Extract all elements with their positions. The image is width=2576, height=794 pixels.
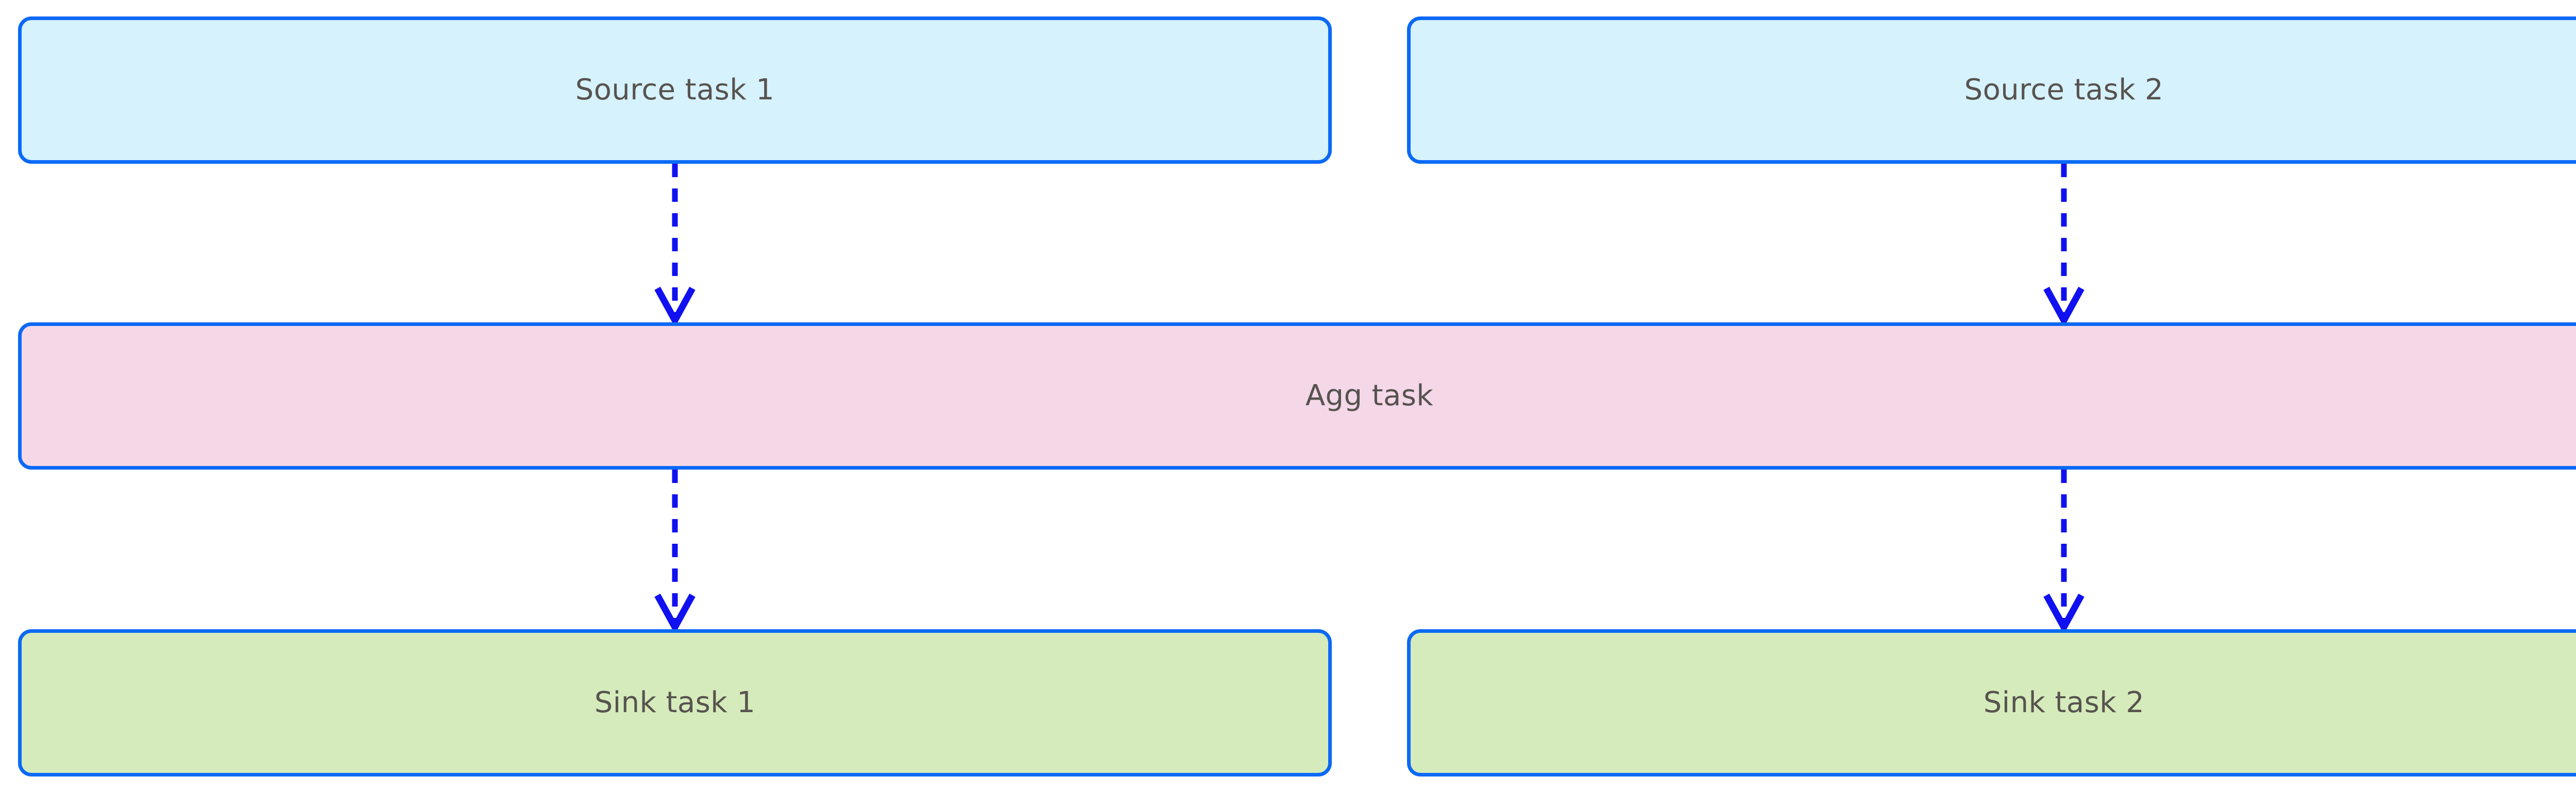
- node-label-sink-task-2: Sink task 2: [1983, 686, 2145, 720]
- node-label-agg-task: Agg task: [1305, 379, 1434, 413]
- edge-agg-task-to-sink-task-1: [644, 470, 706, 634]
- node-label-sink-task-1: Sink task 1: [594, 686, 756, 720]
- node-sink-task-2[interactable]: Sink task 2: [1407, 629, 2576, 776]
- node-sink-task-1[interactable]: Sink task 1: [18, 629, 1332, 776]
- arrowhead-icon: [654, 593, 696, 634]
- arrowhead-icon: [2043, 286, 2084, 327]
- node-agg-task[interactable]: Agg task: [18, 322, 2576, 470]
- edge-source-task-2-to-agg-task: [2033, 164, 2095, 327]
- node-source-task-1[interactable]: Source task 1: [18, 16, 1332, 164]
- arrowhead-icon: [2043, 593, 2084, 634]
- edge-source-task-1-to-agg-task: [644, 164, 706, 327]
- node-label-source-task-1: Source task 1: [575, 73, 775, 107]
- arrowhead-icon: [654, 286, 696, 327]
- node-label-source-task-2: Source task 2: [1964, 73, 2164, 107]
- edge-agg-task-to-sink-task-2: [2033, 470, 2095, 634]
- node-source-task-2[interactable]: Source task 2: [1407, 16, 2576, 164]
